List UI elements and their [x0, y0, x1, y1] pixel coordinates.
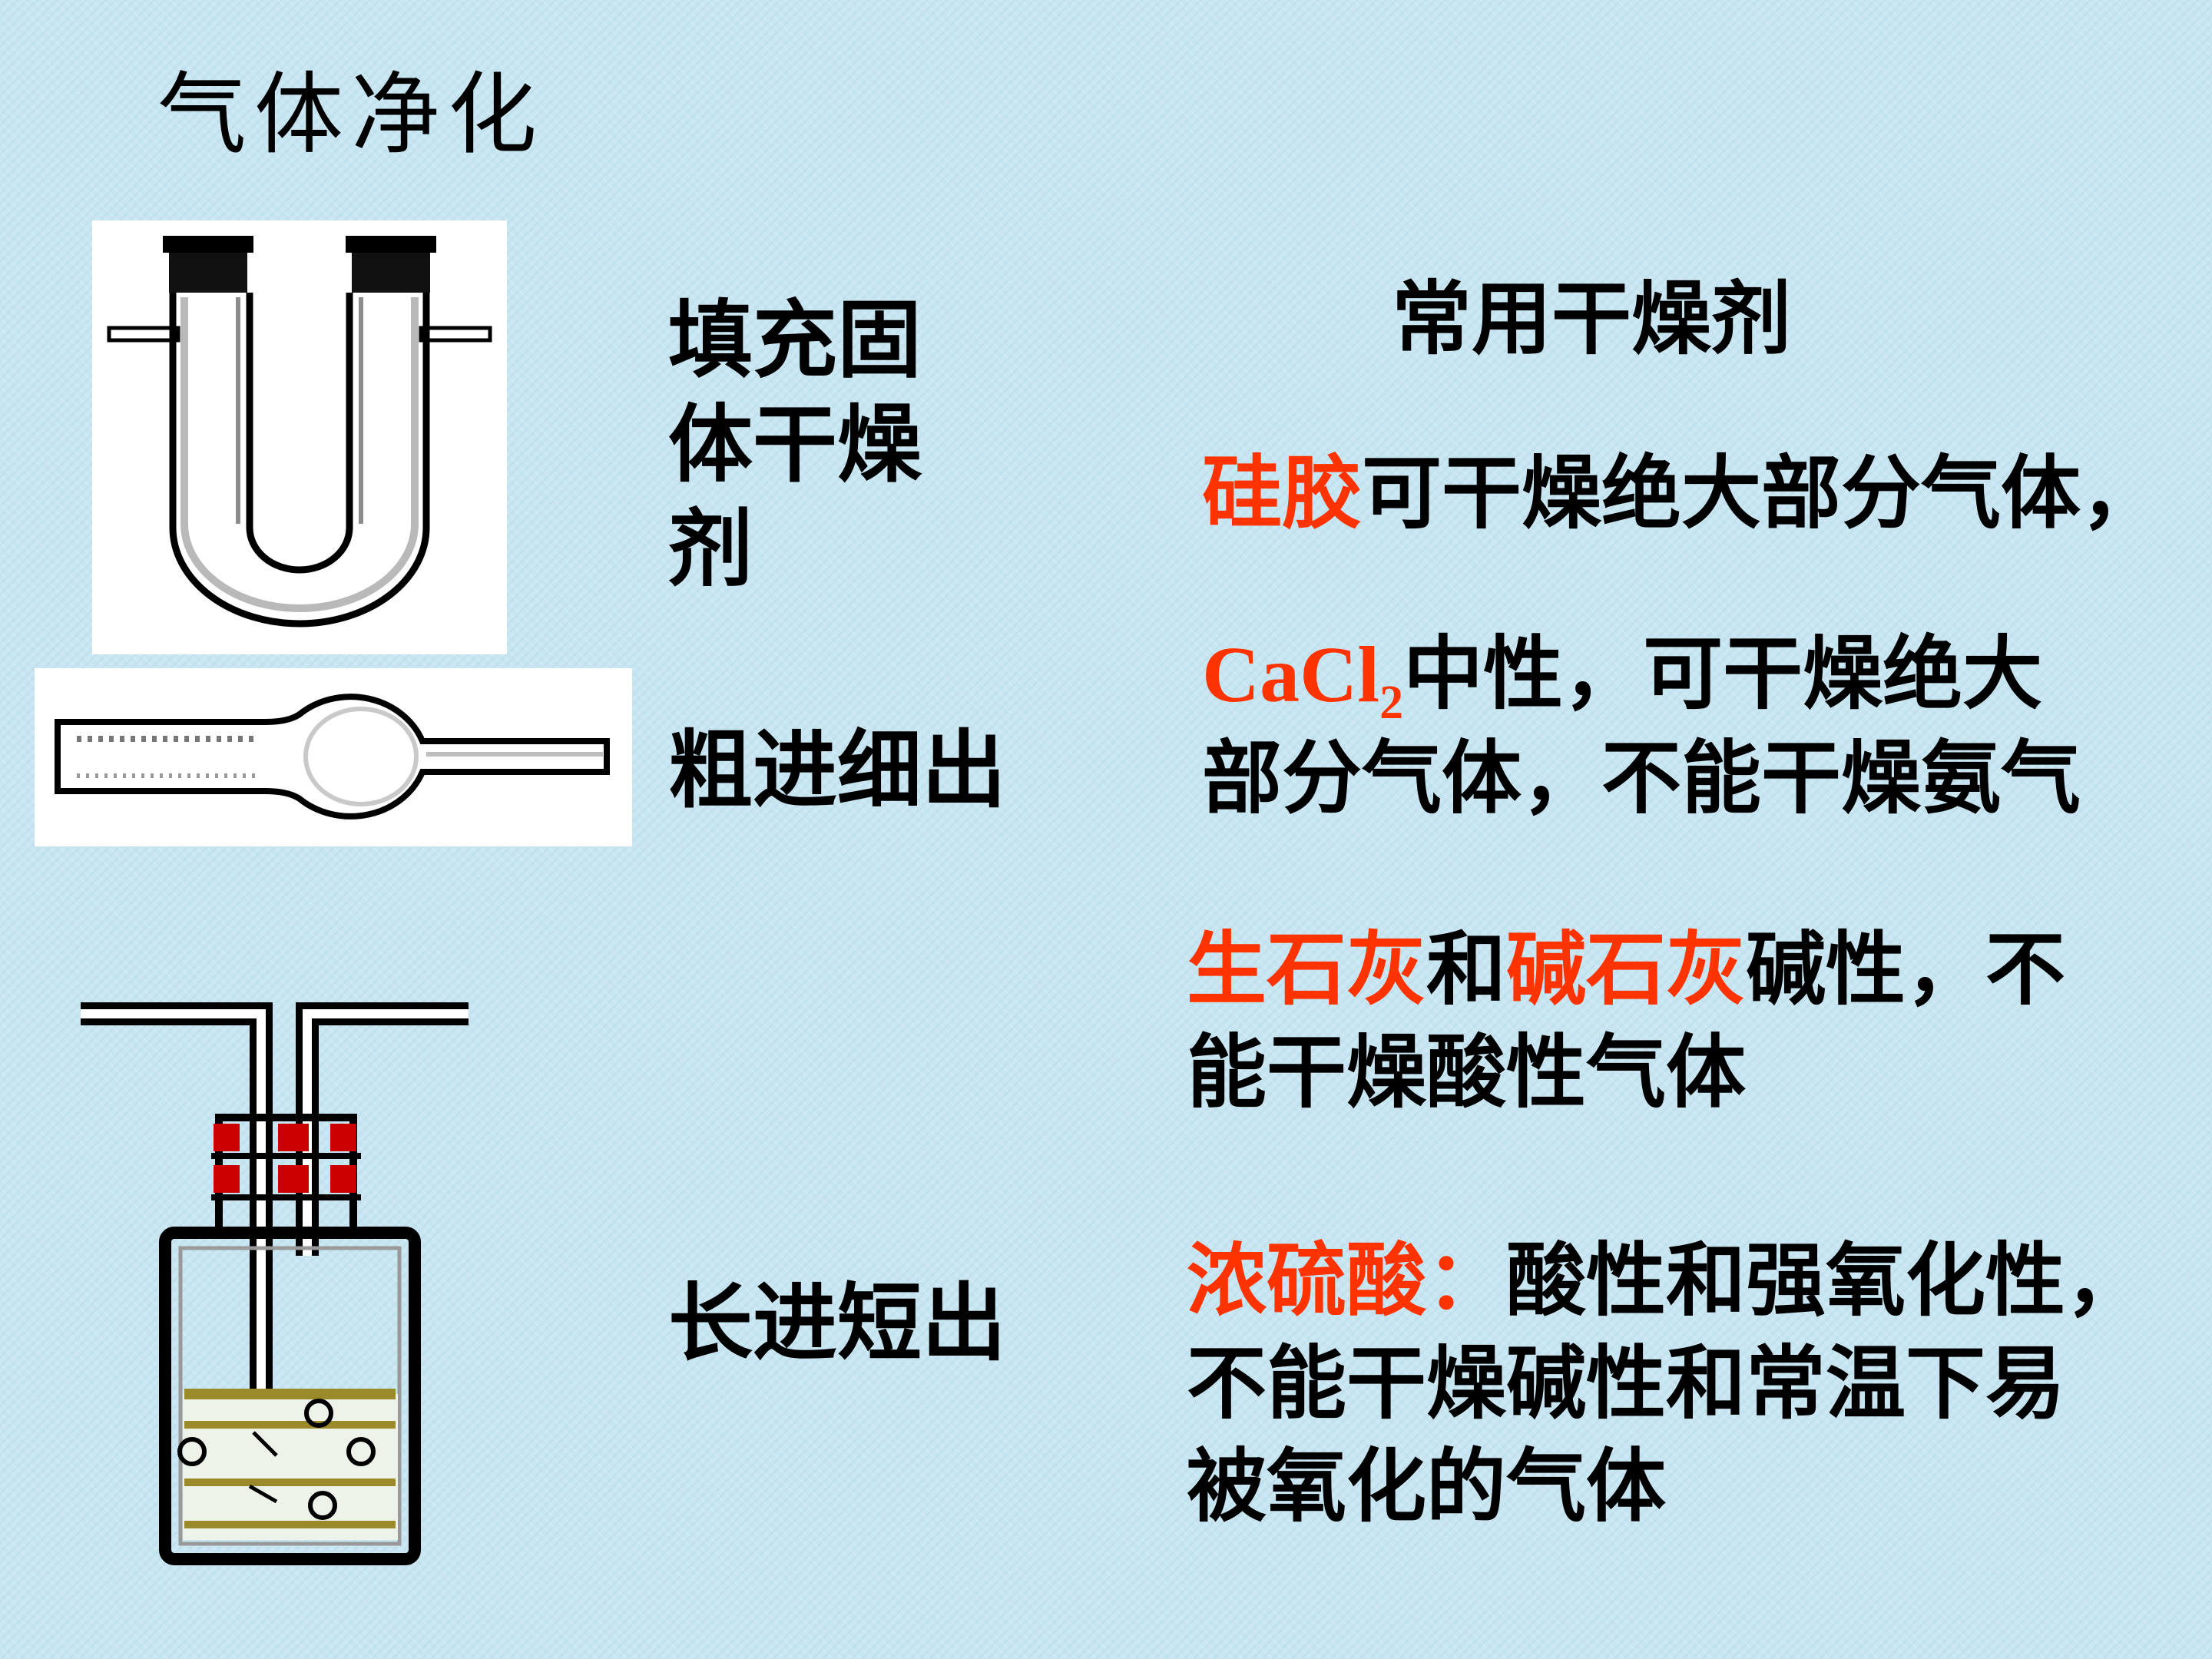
desiccant-connector: 和 [1426, 922, 1507, 1016]
desiccant-line: CaCl2中性，可干燥绝大 [1202, 622, 2081, 727]
desiccant-text: 可干燥绝大部分气体， [1362, 445, 2161, 540]
desiccant-line: 能干燥酸性气体 [1187, 1025, 1747, 1119]
desiccant-line: 生石灰和碱石灰碱性，不 [1187, 918, 2065, 1021]
desiccant-text: 酸性和强氧化性， [1506, 1233, 2146, 1327]
desiccant-sulfuric-acid: 浓硫酸：酸性和强氧化性， 不能干燥碱性和常温下易 被氧化的气体 [1187, 1229, 2145, 1538]
desiccant-line: 不能干燥碱性和常温下易 [1187, 1336, 2066, 1430]
desiccant-formula: CaCl2 [1202, 631, 1403, 727]
desiccant-line: 部分气体，不能干燥氨气 [1202, 730, 2081, 825]
gas-washing-bottle-label: 长进短出 [668, 1273, 1006, 1373]
desiccant-line: 被氧化的气体 [1187, 1439, 1667, 1533]
desiccant-silica-gel: 硅胶可干燥绝大部分气体， [1202, 442, 2161, 545]
drying-tube-icon [35, 668, 632, 846]
drying-tube-label: 粗进细出 [668, 720, 1006, 820]
u-tube-label: 填充固 体干燥 剂 [668, 288, 922, 601]
desiccant-lime: 生石灰和碱石灰碱性，不 能干燥酸性气体 [1187, 918, 2065, 1124]
desiccant-calcium-chloride: CaCl2中性，可干燥绝大 部分气体，不能干燥氨气 [1202, 622, 2081, 830]
desiccants-header: 常用干燥剂 [1392, 271, 1792, 366]
label-line: 剂 [668, 499, 753, 598]
desiccant-name: 生石灰 [1187, 922, 1427, 1016]
label-line: 体干燥 [668, 395, 922, 494]
desiccant-name: 硅胶 [1202, 445, 1363, 540]
label-line: 填充固 [668, 290, 922, 389]
u-tube-drying-icon [92, 220, 507, 654]
desiccant-name: 碱石灰 [1506, 922, 1747, 1016]
formula-subscript: 2 [1379, 677, 1404, 729]
desiccant-text: 中性，可干燥绝大 [1403, 626, 2043, 720]
desiccant-line: 浓硫酸：酸性和强氧化性， [1187, 1229, 2145, 1332]
formula-base: CaCl [1202, 631, 1380, 719]
desiccant-text: 碱性，不 [1746, 922, 2066, 1016]
desiccant-name: 浓硫酸： [1187, 1233, 1507, 1327]
page-title: 气体净化 [157, 63, 545, 167]
gas-washing-bottle-icon [77, 995, 476, 1571]
